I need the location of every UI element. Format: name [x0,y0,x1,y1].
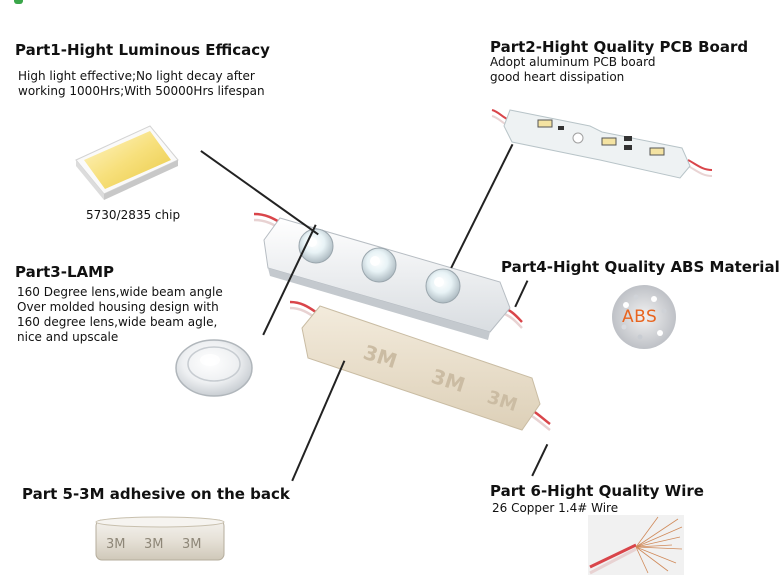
chip-caption: 5730/2835 chip [86,208,181,222]
part2-description: Adopt aluminum PCB board good heart diss… [490,55,655,85]
part6-title: Part 6-Hight Quality Wire [490,482,704,500]
tape-roll-3m-mark: 3M [182,537,202,552]
part1-title: Part1-Hight Luminous Efficacy [15,41,270,59]
corner-accent [14,0,23,4]
tape-roll-3m-mark: 3M [144,537,164,552]
led-module-image: 3M 3M 3M [253,212,551,431]
lens-image [175,339,253,397]
part1-desc-line: High light effective;No light decay afte… [18,69,255,83]
part2-title: Part2-Hight Quality PCB Board [490,38,749,56]
part2-desc-line: Adopt aluminum PCB board [490,55,656,69]
copper-wire-image [588,515,684,575]
part2-desc-line: good heart dissipation [490,70,625,84]
adhesive-tape-roll-image: 3M 3M 3M [95,516,225,561]
part5-title: Part 5-3M adhesive on the back [22,485,290,503]
part3-desc-line: nice and upscale [17,330,119,344]
part3-description: 160 Degree lens,wide beam angle Over mol… [17,285,223,345]
pcb-board-image [491,109,713,179]
part6-description: 26 Copper 1.4# Wire [492,501,619,515]
smd-chip-image [75,125,179,200]
tape-roll-3m-mark: 3M [106,537,126,552]
part4-title: Part4-Hight Quality ABS Material [501,258,780,276]
abs-label: ABS [622,307,658,327]
part3-desc-line: Over molded housing design with [17,300,219,314]
part1-desc-line: working 1000Hrs;With 50000Hrs lifespan [18,84,265,98]
part3-desc-line: 160 degree lens,wide beam agle, [17,315,218,329]
part1-description: High light effective;No light decay afte… [18,69,265,99]
part3-desc-line: 160 Degree lens,wide beam angle [17,285,223,299]
abs-granules-image [612,285,676,349]
part3-title: Part3-LAMP [15,263,115,281]
leader-line-part6 [531,443,548,477]
